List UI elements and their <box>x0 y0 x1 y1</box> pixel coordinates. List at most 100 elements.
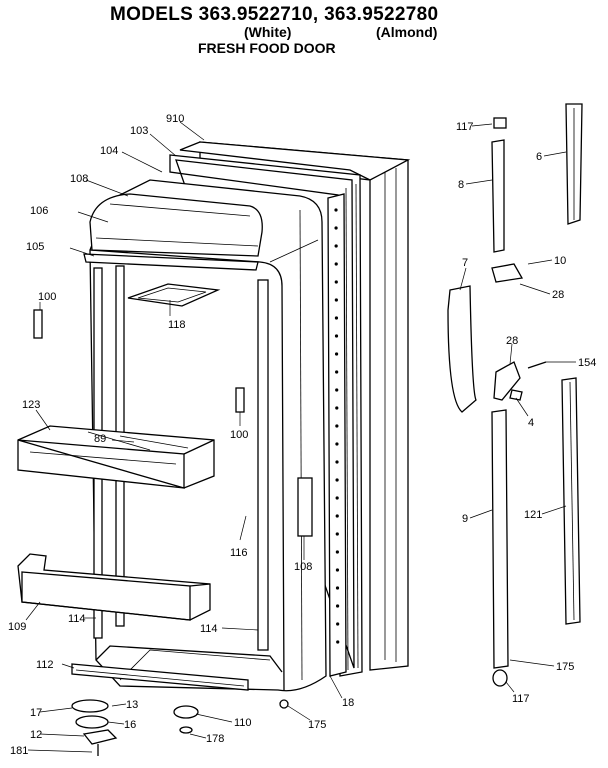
label-6: 6 <box>536 151 542 163</box>
label-106: 106 <box>30 205 48 217</box>
label-4: 4 <box>528 417 534 429</box>
bottom-trim <box>71 663 249 691</box>
label-117-b: 117 <box>512 693 530 705</box>
part-4 <box>509 389 523 401</box>
part-16 <box>75 715 109 729</box>
label-105: 105 <box>26 241 44 253</box>
label-117: 117 <box>456 121 474 133</box>
part-178 <box>179 726 193 734</box>
hinge-28 <box>493 361 521 401</box>
mounting-hole <box>334 352 339 356</box>
part-17 <box>71 699 109 713</box>
almond-label: (Almond) <box>376 24 438 40</box>
label-154: 154 <box>578 357 596 369</box>
handle-hardware <box>447 103 583 687</box>
models-title: MODELS 363.9522710, 363.9522780 <box>110 4 439 25</box>
label-8: 8 <box>458 179 464 191</box>
mounting-hole <box>335 550 339 554</box>
shelf-clips <box>33 309 313 537</box>
breaker-strip-right <box>327 193 347 677</box>
label-103: 103 <box>130 125 148 137</box>
mounting-hole <box>335 514 339 518</box>
label-110: 110 <box>234 717 252 729</box>
mounting-hole <box>334 316 339 320</box>
label-114-b: 114 <box>200 623 218 635</box>
dairy-door-bar <box>83 253 259 271</box>
mounting-hole <box>334 244 338 248</box>
mounting-hole <box>335 406 339 410</box>
mounting-hole <box>335 370 339 374</box>
mounting-hole <box>334 226 338 230</box>
label-104: 104 <box>100 145 118 157</box>
label-13: 13 <box>126 699 138 711</box>
mounting-hole <box>335 442 339 446</box>
door-bin-lower <box>17 553 211 621</box>
cap-117 <box>493 117 507 129</box>
label-175: 175 <box>308 719 326 731</box>
mounting-hole <box>335 424 339 428</box>
dairy-compartment-cover <box>83 193 263 271</box>
label-12: 12 <box>30 729 42 741</box>
label-28: 28 <box>552 289 564 301</box>
part-12 <box>82 729 118 745</box>
handle-7 <box>447 285 477 413</box>
rail-right <box>257 279 269 651</box>
label-109: 109 <box>8 621 26 633</box>
mounting-hole <box>334 334 339 338</box>
door-bin-large <box>17 425 215 489</box>
mounting-hole <box>334 262 338 266</box>
leader-lines <box>25 121 576 753</box>
mounting-hole <box>334 280 338 284</box>
label-28-b: 28 <box>506 335 518 347</box>
label-7: 7 <box>462 257 468 269</box>
mounting-hole <box>335 460 339 464</box>
label-175-b: 175 <box>556 661 574 673</box>
label-16: 16 <box>124 719 136 731</box>
trim-strip-121 <box>561 377 581 625</box>
mounting-hole <box>335 478 339 482</box>
label-10: 10 <box>554 255 566 267</box>
white-label: (White) <box>244 24 292 40</box>
part-110 <box>173 705 199 719</box>
mounting-hole <box>336 622 340 626</box>
hinge-10 <box>491 263 524 283</box>
handle-trim-9 <box>491 409 509 669</box>
mounting-hole <box>335 532 339 536</box>
small-shelf <box>127 283 221 307</box>
label-18: 18 <box>342 697 354 709</box>
mounting-hole <box>335 496 339 500</box>
label-178: 178 <box>206 733 224 745</box>
handle-trim-8 <box>491 139 505 253</box>
label-114: 114 <box>68 613 86 625</box>
section-title: FRESH FOOD DOOR <box>198 40 336 56</box>
label-108: 108 <box>70 173 88 185</box>
mounting-hole <box>335 388 339 392</box>
screw-175 <box>279 699 289 709</box>
mounting-hole <box>335 604 340 608</box>
label-9: 9 <box>462 513 468 525</box>
label-910: 910 <box>166 113 184 125</box>
mounting-hole <box>335 586 340 590</box>
rail-108 <box>297 477 313 537</box>
label-181: 181 <box>10 745 28 757</box>
label-108-b: 108 <box>294 561 312 573</box>
label-118: 118 <box>168 319 186 331</box>
mounting-hole <box>336 640 340 644</box>
mounting-hole <box>334 298 338 302</box>
mounting-hole <box>334 208 338 212</box>
label-112: 112 <box>36 659 54 671</box>
cap-117-lower <box>492 669 508 687</box>
label-89: 89 <box>94 433 106 445</box>
label-123: 123 <box>22 399 40 411</box>
label-17: 17 <box>30 707 42 719</box>
part-labels: 910 103 104 108 106 105 100 118 123 89 1… <box>8 113 596 757</box>
bottom-hinge-parts <box>71 699 289 756</box>
label-121: 121 <box>524 509 542 521</box>
mounting-hole <box>335 568 340 572</box>
label-100-b: 100 <box>230 429 248 441</box>
screw-154 <box>527 361 547 369</box>
label-100: 100 <box>38 291 56 303</box>
label-116: 116 <box>230 547 248 559</box>
